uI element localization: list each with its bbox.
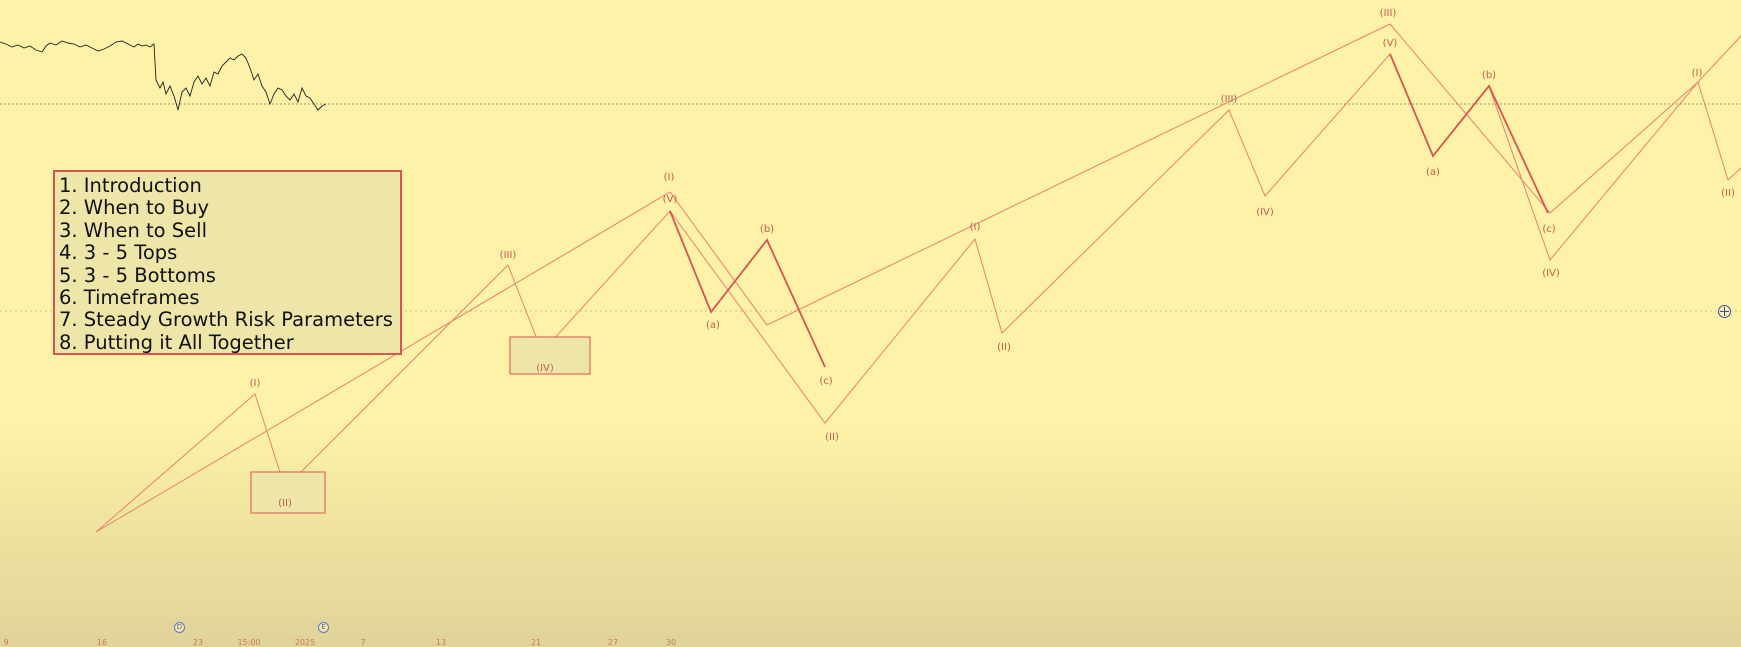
wave-label: (a): [706, 320, 720, 331]
wave-label: (c): [1542, 224, 1555, 235]
wave-line-primary: [95, 53, 1741, 533]
toc-list: 1. Introduction 2. When to Buy 3. When t…: [59, 174, 396, 354]
earnings-marker-icon[interactable]: E: [318, 622, 329, 633]
wave-label: (III): [500, 250, 517, 261]
toc-item-bottoms: 5. 3 - 5 Bottoms: [59, 263, 216, 287]
wave-label: (II): [1721, 188, 1735, 199]
dividend-marker-icon[interactable]: D: [174, 622, 185, 633]
wave-ii-highlight-box: [250, 471, 326, 514]
wave-label: (IV): [536, 363, 554, 374]
wave-label: (I): [1692, 68, 1703, 79]
wave-label: (III): [1221, 94, 1238, 105]
toc-item-introduction: 1. Introduction: [59, 174, 202, 197]
toc-item-putting-together: 8. Putting it All Together: [59, 330, 294, 354]
toc-item-tops: 4. 3 - 5 Tops: [59, 241, 178, 265]
wave-label: (c): [819, 376, 832, 387]
wave-label: (b): [1482, 70, 1496, 81]
wave-label: (V): [663, 194, 678, 205]
wave-label: (a): [1426, 167, 1440, 178]
x-axis-tick-label: 2025: [295, 638, 315, 647]
x-axis-tick-label: 30: [666, 638, 676, 647]
x-axis-tick-label: 27: [608, 638, 618, 647]
wave-label: (b): [760, 224, 774, 235]
x-axis-tick-label: 21: [531, 638, 541, 647]
x-axis-tick-label: 16: [97, 638, 107, 647]
crosshair-icon[interactable]: [1718, 305, 1731, 318]
wave-line-channel: [95, 23, 1741, 533]
x-axis-tick-label: 13: [436, 638, 446, 647]
x-axis-tick-label: 7: [360, 638, 365, 647]
wave-iv-highlight-box: [509, 336, 591, 375]
x-axis-tick-label: 23: [193, 638, 203, 647]
price-line: [0, 40, 327, 111]
table-of-contents-box: 1. Introduction 2. When to Buy 3. When t…: [53, 170, 402, 355]
wave-label: (II): [825, 432, 839, 443]
wave-label: (V): [1383, 38, 1398, 49]
wave-label: (IV): [1542, 268, 1560, 279]
toc-item-timeframes: 6. Timeframes: [59, 286, 200, 310]
wave-label: (III): [1380, 8, 1397, 19]
wave-label: (II): [997, 342, 1011, 353]
wave-label: (I): [250, 378, 261, 389]
wave-label: (I): [970, 222, 981, 233]
wave-line-correction-bold-2: [1389, 53, 1549, 214]
toc-item-when-to-sell: 3. When to Sell: [59, 218, 207, 242]
toc-item-risk-parameters: 7. Steady Growth Risk Parameters: [59, 308, 393, 332]
toc-item-when-to-buy: 2. When to Buy: [59, 196, 210, 220]
x-axis-tick-label: 9: [3, 638, 8, 647]
wave-label: (II): [278, 498, 292, 509]
x-axis-tick-label: 15:00: [237, 638, 260, 647]
wave-label: (IV): [1256, 207, 1274, 218]
wave-label: (I): [664, 172, 675, 183]
x-axis: 9 16 23 15:00 2025 7 13 21 27 30: [3, 638, 676, 647]
wave-line-correction-bold: [669, 210, 826, 368]
wave-labels: (I) (II) (III) (IV) (I) (V) (a) (b) (c) (II) (I) (I…: [250, 8, 1735, 509]
